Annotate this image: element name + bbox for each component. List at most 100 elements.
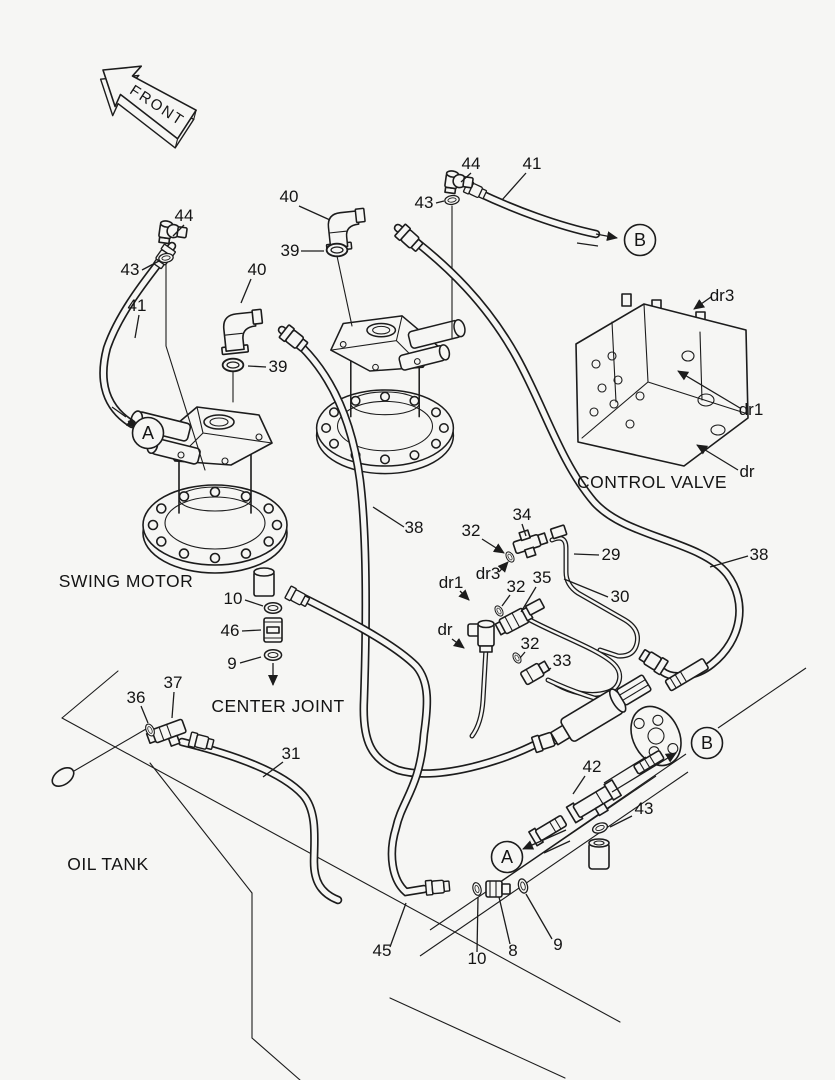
control-valve bbox=[575, 293, 749, 467]
part-callout-41: 41 bbox=[128, 296, 147, 315]
part-callout-8: 8 bbox=[508, 941, 517, 960]
callout-leader-38 bbox=[709, 555, 749, 568]
hose-45 bbox=[287, 587, 432, 897]
callout-leader-dr bbox=[451, 638, 465, 649]
callout-leader-31 bbox=[262, 761, 284, 778]
center-joint-flange bbox=[630, 705, 682, 767]
fitting-42 bbox=[565, 779, 623, 824]
callout-leader-46 bbox=[241, 629, 262, 632]
callout-leader-dr3 bbox=[497, 561, 509, 573]
front-arrow: FRONT bbox=[99, 65, 197, 149]
oring-43-lower bbox=[590, 820, 610, 836]
part-callout-dr3: dr3 bbox=[710, 286, 735, 305]
part-callout-43: 43 bbox=[415, 193, 434, 212]
callout-leader-38 bbox=[372, 506, 405, 528]
part-callout-31: 31 bbox=[282, 744, 301, 763]
marker-letter: B bbox=[701, 733, 713, 753]
part-callout-40: 40 bbox=[248, 260, 267, 279]
part-callout-10: 10 bbox=[224, 589, 243, 608]
oring-39-left bbox=[221, 357, 245, 373]
view-marker-b-top: B bbox=[623, 223, 657, 257]
sleeve-43 bbox=[588, 838, 610, 870]
callout-leader-44 bbox=[172, 224, 185, 237]
plug-33 bbox=[520, 660, 551, 686]
hose-41-left bbox=[99, 241, 177, 429]
part-callout-33: 33 bbox=[553, 651, 572, 670]
part-callout-9: 9 bbox=[227, 654, 236, 673]
callout-leader-35 bbox=[520, 586, 537, 613]
oring-9-upper bbox=[263, 649, 283, 661]
callout-leader-10 bbox=[244, 599, 264, 607]
stub-29 bbox=[549, 524, 568, 540]
callout-leader-44 bbox=[460, 172, 472, 183]
oil-tank-outline bbox=[61, 670, 621, 1080]
tank-port-ellipse bbox=[51, 766, 75, 788]
part-callout-43: 43 bbox=[635, 799, 654, 818]
flow-arrows bbox=[111, 231, 677, 854]
hose-38-right bbox=[393, 223, 744, 681]
callout-leader-dr3 bbox=[693, 296, 712, 310]
part-callout-36: 36 bbox=[127, 688, 146, 707]
drain-tube bbox=[469, 645, 489, 739]
callout-leader-10 bbox=[476, 896, 479, 953]
callout-leader-39 bbox=[247, 365, 267, 368]
callout-leader-32 bbox=[481, 538, 505, 554]
callout-leader-32 bbox=[501, 594, 511, 607]
part-callout-dr1: dr1 bbox=[739, 400, 764, 419]
callout-leader-29 bbox=[573, 553, 600, 556]
part-callout-41: 41 bbox=[523, 154, 542, 173]
part-callout-38: 38 bbox=[750, 545, 769, 564]
control-valve-label: CONTROL VALVE bbox=[577, 472, 727, 492]
center-joint-hex bbox=[616, 674, 652, 706]
part-callout-44: 44 bbox=[462, 154, 481, 173]
drain-elbow-fitting bbox=[467, 619, 495, 653]
phantom-lines bbox=[419, 667, 807, 957]
part-callout-dr3: dr3 bbox=[476, 564, 501, 583]
view-marker-a-bottom: A bbox=[490, 840, 524, 874]
view-marker-a-left: A bbox=[131, 416, 165, 450]
oring-32-c bbox=[510, 650, 524, 666]
part-callout-45: 45 bbox=[373, 941, 392, 960]
part-callout-32: 32 bbox=[462, 521, 481, 540]
callout-leader-41 bbox=[134, 314, 140, 339]
part-callout-32: 32 bbox=[521, 634, 540, 653]
part-callout-46: 46 bbox=[221, 621, 240, 640]
oring-10-lower bbox=[470, 881, 484, 897]
part-callout-10: 10 bbox=[468, 949, 487, 968]
assembly-construction-lines bbox=[73, 205, 453, 772]
fitting-8 bbox=[485, 880, 511, 898]
elbow-40-left bbox=[217, 308, 267, 356]
part-callout-38: 38 bbox=[405, 518, 424, 537]
view-marker-b-bottom: B bbox=[690, 726, 724, 760]
callout-leader-43 bbox=[141, 260, 160, 271]
center-joint-rod bbox=[664, 658, 709, 692]
part-callout-9: 9 bbox=[553, 935, 562, 954]
callout-leader-dr1 bbox=[677, 370, 741, 409]
marker-letter: A bbox=[142, 423, 154, 443]
part-callout-dr: dr bbox=[437, 620, 452, 639]
swing-motor-label: SWING MOTOR bbox=[59, 571, 193, 591]
callout-leader-32 bbox=[519, 651, 526, 659]
part-callout-42: 42 bbox=[583, 757, 602, 776]
sleeve-35 bbox=[525, 598, 545, 616]
part-callout-34: 34 bbox=[513, 505, 532, 524]
callout-leader-dr1 bbox=[458, 589, 470, 601]
callout-leader-40 bbox=[240, 278, 252, 304]
oil-tank-label: OIL TANK bbox=[67, 854, 148, 874]
callout-leader-30 bbox=[563, 578, 609, 598]
callout-leader-34 bbox=[521, 523, 527, 537]
part-callout-32: 32 bbox=[507, 577, 526, 596]
callout-leader-43 bbox=[609, 815, 633, 828]
oring-32-a bbox=[503, 549, 517, 565]
part-callout-29: 29 bbox=[602, 545, 621, 564]
callout-leader-dr bbox=[696, 444, 739, 471]
callout-leader-8 bbox=[498, 896, 511, 945]
callout-leader-42 bbox=[572, 775, 586, 795]
oring-39-center bbox=[325, 242, 349, 258]
part-callout-44: 44 bbox=[175, 206, 194, 225]
callout-leader-36 bbox=[140, 705, 149, 724]
marker-letter: A bbox=[501, 847, 513, 867]
